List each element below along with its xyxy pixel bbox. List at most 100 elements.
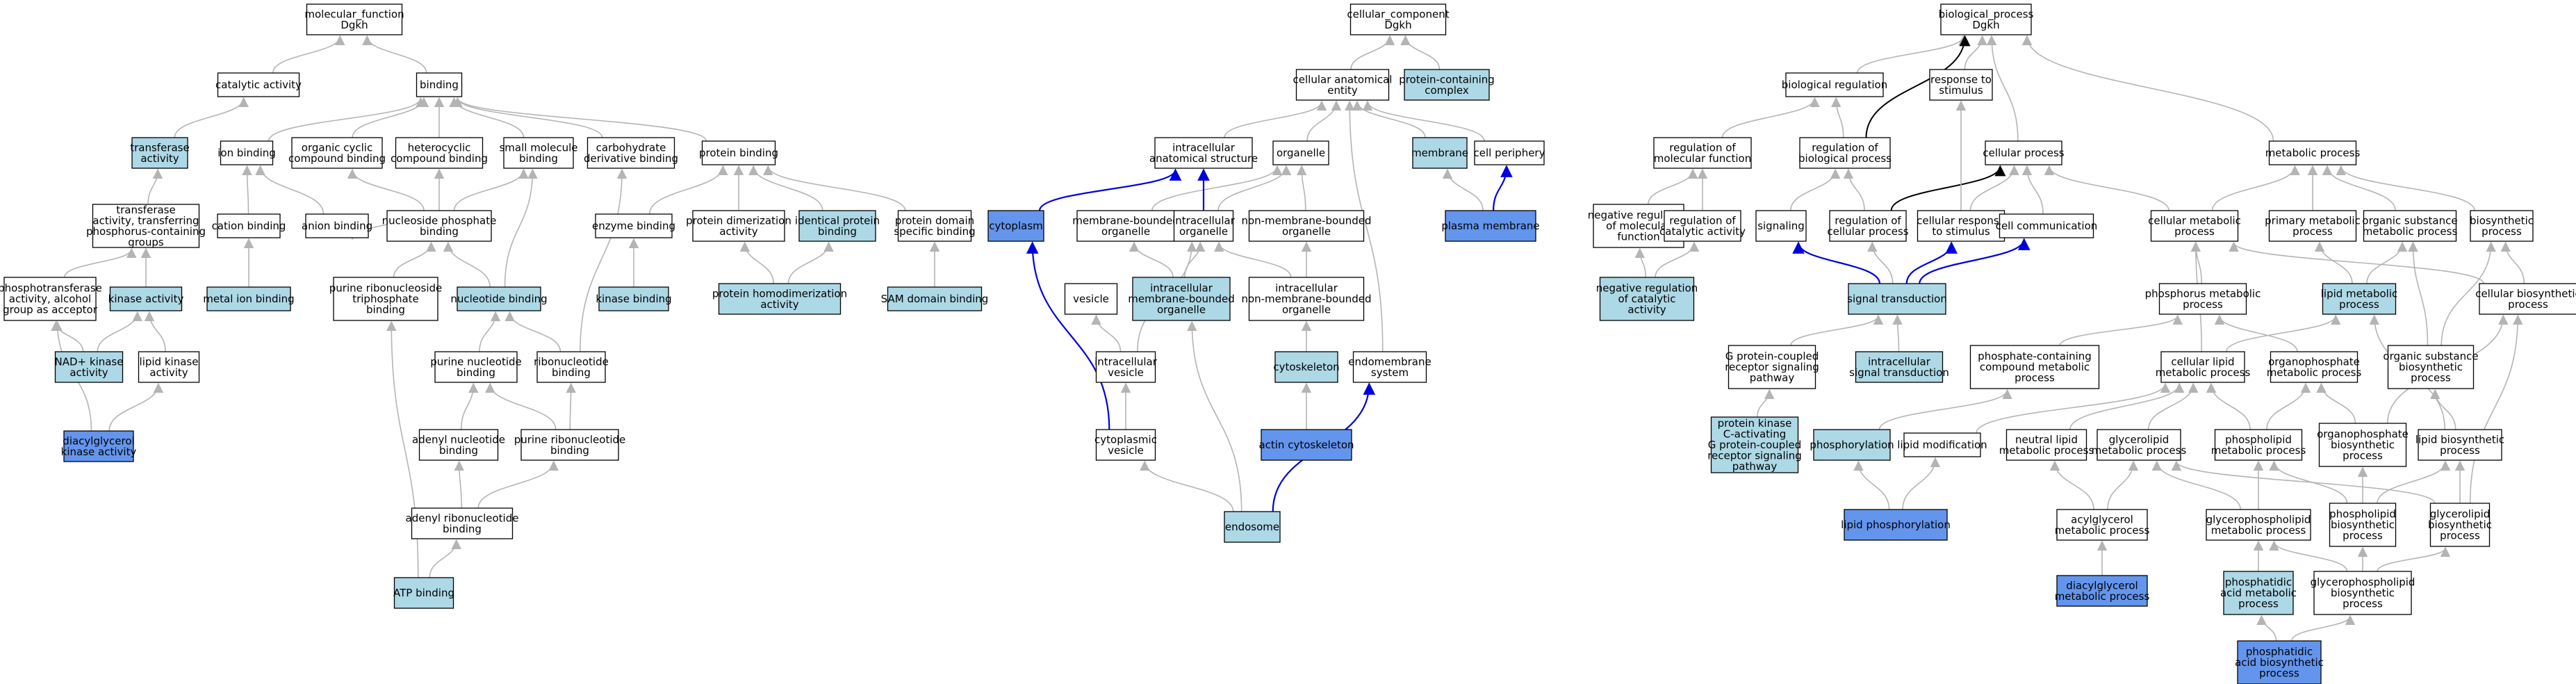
node-label-line: purine ribonucleoside <box>329 282 442 295</box>
node-label-line: cytoplasmic <box>1094 433 1157 446</box>
edge-signaling-to-regbp <box>1790 168 1841 211</box>
node-label-line: function <box>1617 231 1659 243</box>
edge-glycerolipbio-to-cellbiosyn <box>2469 314 2523 504</box>
edge-cellmet-to-metproc <box>2211 165 2300 211</box>
edge-lipphos-to-phosphorylation <box>1853 460 1890 510</box>
edge-ionbind-to-binding <box>268 97 426 142</box>
node-box <box>2418 429 2502 461</box>
node-label-line: regulation of <box>1669 141 1736 154</box>
node-box <box>393 577 454 609</box>
node-label-line: specific binding <box>894 225 975 238</box>
edge-biosyn-to-metproc <box>2336 165 2475 211</box>
edge-phosalc-to-transphos <box>63 247 137 278</box>
edge-acylglyc-to-neutlip <box>2049 460 2094 510</box>
node-label-line: G protein-coupled <box>1725 350 1819 363</box>
node-phosphorylation: phosphorylation <box>1810 429 1894 461</box>
node-box <box>1173 210 1234 242</box>
node-label-line: lipid biosynthetic <box>2415 433 2504 446</box>
edge-intranonmemb-to-intraorg <box>1214 241 1292 278</box>
node-box <box>1352 351 1427 383</box>
edge-nucphos-to-smallmol <box>453 168 529 211</box>
edge-sigtrans-to-regcell <box>1867 241 1894 284</box>
edge-sigtrans-to-signaling <box>1792 241 1881 284</box>
node-box <box>2387 345 2475 389</box>
node-label-line: signaling <box>1757 220 1805 232</box>
edge-prothomo-to-protdim <box>739 241 774 284</box>
node-box <box>2270 351 2358 383</box>
node-label-line: biosynthetic <box>2331 519 2395 531</box>
node-label-line: biosynthetic <box>2399 361 2463 373</box>
node-label-line: organelle <box>1157 304 1206 316</box>
node-label-line: intracellular <box>1275 282 1338 295</box>
node-protbind: protein binding <box>699 140 778 165</box>
node-box <box>1755 210 1807 242</box>
node-box <box>897 210 972 242</box>
node-box <box>1855 351 1944 383</box>
node-label-line: phospholipid <box>2329 508 2396 521</box>
node-label-line: pathway <box>1750 372 1795 384</box>
node-label-line: response to <box>1930 73 1992 86</box>
node-label-line: binding <box>439 444 478 457</box>
edge-regbp-to-bp <box>1865 35 1971 138</box>
edge-cation-to-ionbind <box>242 165 252 215</box>
node-label-line: membrane <box>1411 147 1468 159</box>
node-label-line: binding <box>818 225 857 238</box>
node-label-line: phosphorus-containing <box>86 225 206 238</box>
node-label-line: biological regulation <box>1782 79 1887 91</box>
node-label-line: lipid kinase <box>140 355 199 368</box>
node-label-line: carbohydrate <box>596 141 666 154</box>
node-label-line: cellular process <box>1983 147 2064 159</box>
node-label-line: protein domain <box>895 214 974 227</box>
node-label-line: organelle <box>1282 304 1331 316</box>
node-label-line: molecular function <box>1654 152 1752 165</box>
edge-nucleotide-to-smallmol <box>504 168 538 288</box>
node-membrane: membrane <box>1411 137 1468 169</box>
node-label-line: pathway <box>1732 460 1778 473</box>
node-label-line: activity, transferring <box>92 214 199 227</box>
edge-negregcat-to-regcat <box>1655 241 1700 278</box>
edge-pabio-to-pamet <box>2256 614 2277 642</box>
node-label-line: metabolic process <box>2211 444 2306 457</box>
node-box <box>2056 575 2148 607</box>
edge-lipmet-to-orgsubmet <box>2366 241 2408 284</box>
node-box <box>1999 213 2094 238</box>
node-box <box>1917 210 2005 242</box>
node-box <box>718 283 842 315</box>
node-box <box>1664 210 1741 242</box>
node-label-line: actin cytoskeleton <box>1258 439 1354 451</box>
edge-metproc-to-bp <box>2021 35 2274 142</box>
node-box <box>109 286 183 311</box>
node-label-line: binding <box>457 366 495 379</box>
edge-dgk-to-lipkin <box>108 382 164 432</box>
edge-organelle-to-cae <box>1306 100 1342 142</box>
node-sigtrans: signal transduction <box>1847 283 1947 315</box>
node-label-line: Dgkh <box>1972 19 1999 31</box>
node-label-line: cellular_component <box>1347 8 1449 21</box>
edge-glycerolipbio-to-glycerolip <box>2171 460 2436 504</box>
node-label-line: activity, alcohol <box>9 293 91 305</box>
node-label-line: G protein-coupled <box>1708 439 1802 451</box>
edge-lipphos-to-lipmod <box>1902 457 1941 510</box>
node-label-line: intracellular <box>1172 214 1236 227</box>
node-label-line: process <box>2343 450 2383 462</box>
node-label-line: kinase binding <box>596 293 671 305</box>
node-label-line: vesicle <box>1108 366 1144 379</box>
edge-phoscont-to-phosmet <box>2059 314 2183 346</box>
node-label-line: heterocyclic <box>408 141 471 154</box>
node-box <box>92 204 200 248</box>
node-plasmamemb: plasma membrane <box>1441 210 1540 242</box>
node-box <box>386 210 492 242</box>
